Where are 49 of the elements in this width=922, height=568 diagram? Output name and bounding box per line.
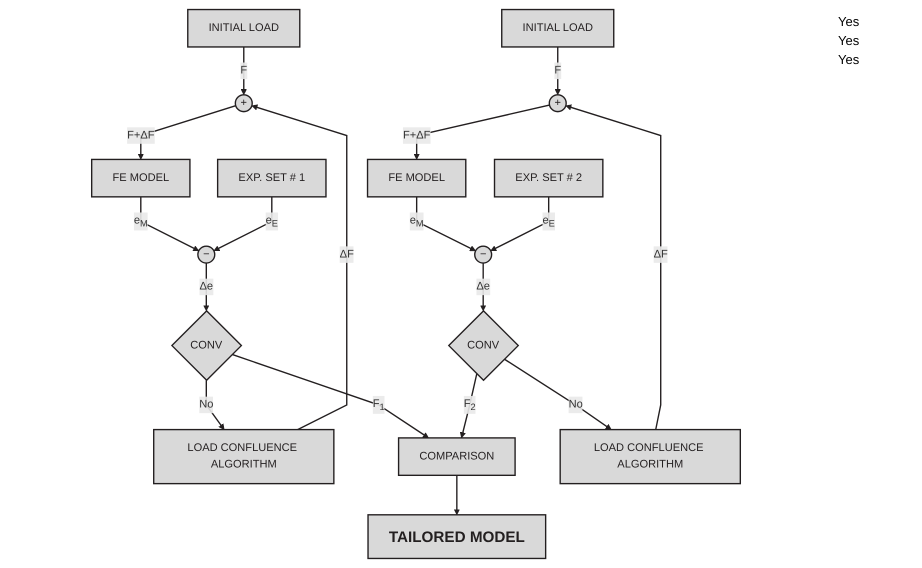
branch-label: Yes xyxy=(838,14,860,29)
node-box: TAILORED MODEL xyxy=(367,514,546,560)
node-box: LOAD CONFLUENCE ALGORITHM xyxy=(153,428,335,484)
arrow xyxy=(203,263,210,312)
node-circle: + xyxy=(548,94,567,112)
edge-label: ΔF xyxy=(340,248,354,260)
edge-label: e$_{E}$ xyxy=(542,214,555,228)
branch-label: Yes xyxy=(838,33,860,48)
node-box: EXP. SET # 2 xyxy=(494,158,604,198)
edge-label: ΔF xyxy=(654,248,668,260)
edge-label: F xyxy=(240,64,248,76)
node-box: COMPARISON xyxy=(398,437,516,476)
edge-label: F+ΔF xyxy=(127,129,155,142)
node-box: FE MODEL xyxy=(366,158,466,198)
arrow xyxy=(252,104,348,430)
arrow xyxy=(554,46,561,96)
arrow xyxy=(232,354,429,438)
node-box: FE MODEL xyxy=(90,158,191,198)
edge-label: No xyxy=(199,398,214,410)
arrow xyxy=(454,475,460,516)
arrow xyxy=(566,104,662,430)
arrow xyxy=(504,358,612,430)
node-box: LOAD CONFLUENCE ALGORITHM xyxy=(559,428,742,484)
node-circle: − xyxy=(474,245,492,264)
edge-label: e$_{M}$ xyxy=(410,214,424,228)
arrow xyxy=(480,263,486,312)
edge-label: F xyxy=(554,64,562,76)
arrow xyxy=(240,46,247,96)
node-circle: − xyxy=(197,245,216,264)
branch-label: Yes xyxy=(838,52,860,67)
edge-label: F+ΔF xyxy=(402,129,430,142)
edge-label: F$_{1}$ xyxy=(372,398,385,412)
arrow xyxy=(460,374,478,438)
arrow xyxy=(416,196,476,252)
arrow xyxy=(490,196,550,252)
node-box: EXP. SET # 1 xyxy=(216,158,327,198)
node-diamond: CONV xyxy=(448,310,520,382)
node-circle: + xyxy=(234,94,253,112)
edge-label: No xyxy=(568,398,583,410)
node-diamond: CONV xyxy=(170,310,242,382)
edge-label: Δe xyxy=(200,280,214,292)
edge-label: e$_{M}$ xyxy=(134,214,148,228)
node-box: INITIAL LOAD xyxy=(501,8,614,48)
arrow xyxy=(140,196,200,252)
edge-label: F$_{2}$ xyxy=(464,398,476,412)
arrow xyxy=(214,196,272,252)
edge-label: e$_{E}$ xyxy=(266,214,278,228)
node-box: INITIAL LOAD xyxy=(187,8,300,48)
edge-label: Δe xyxy=(476,280,490,292)
